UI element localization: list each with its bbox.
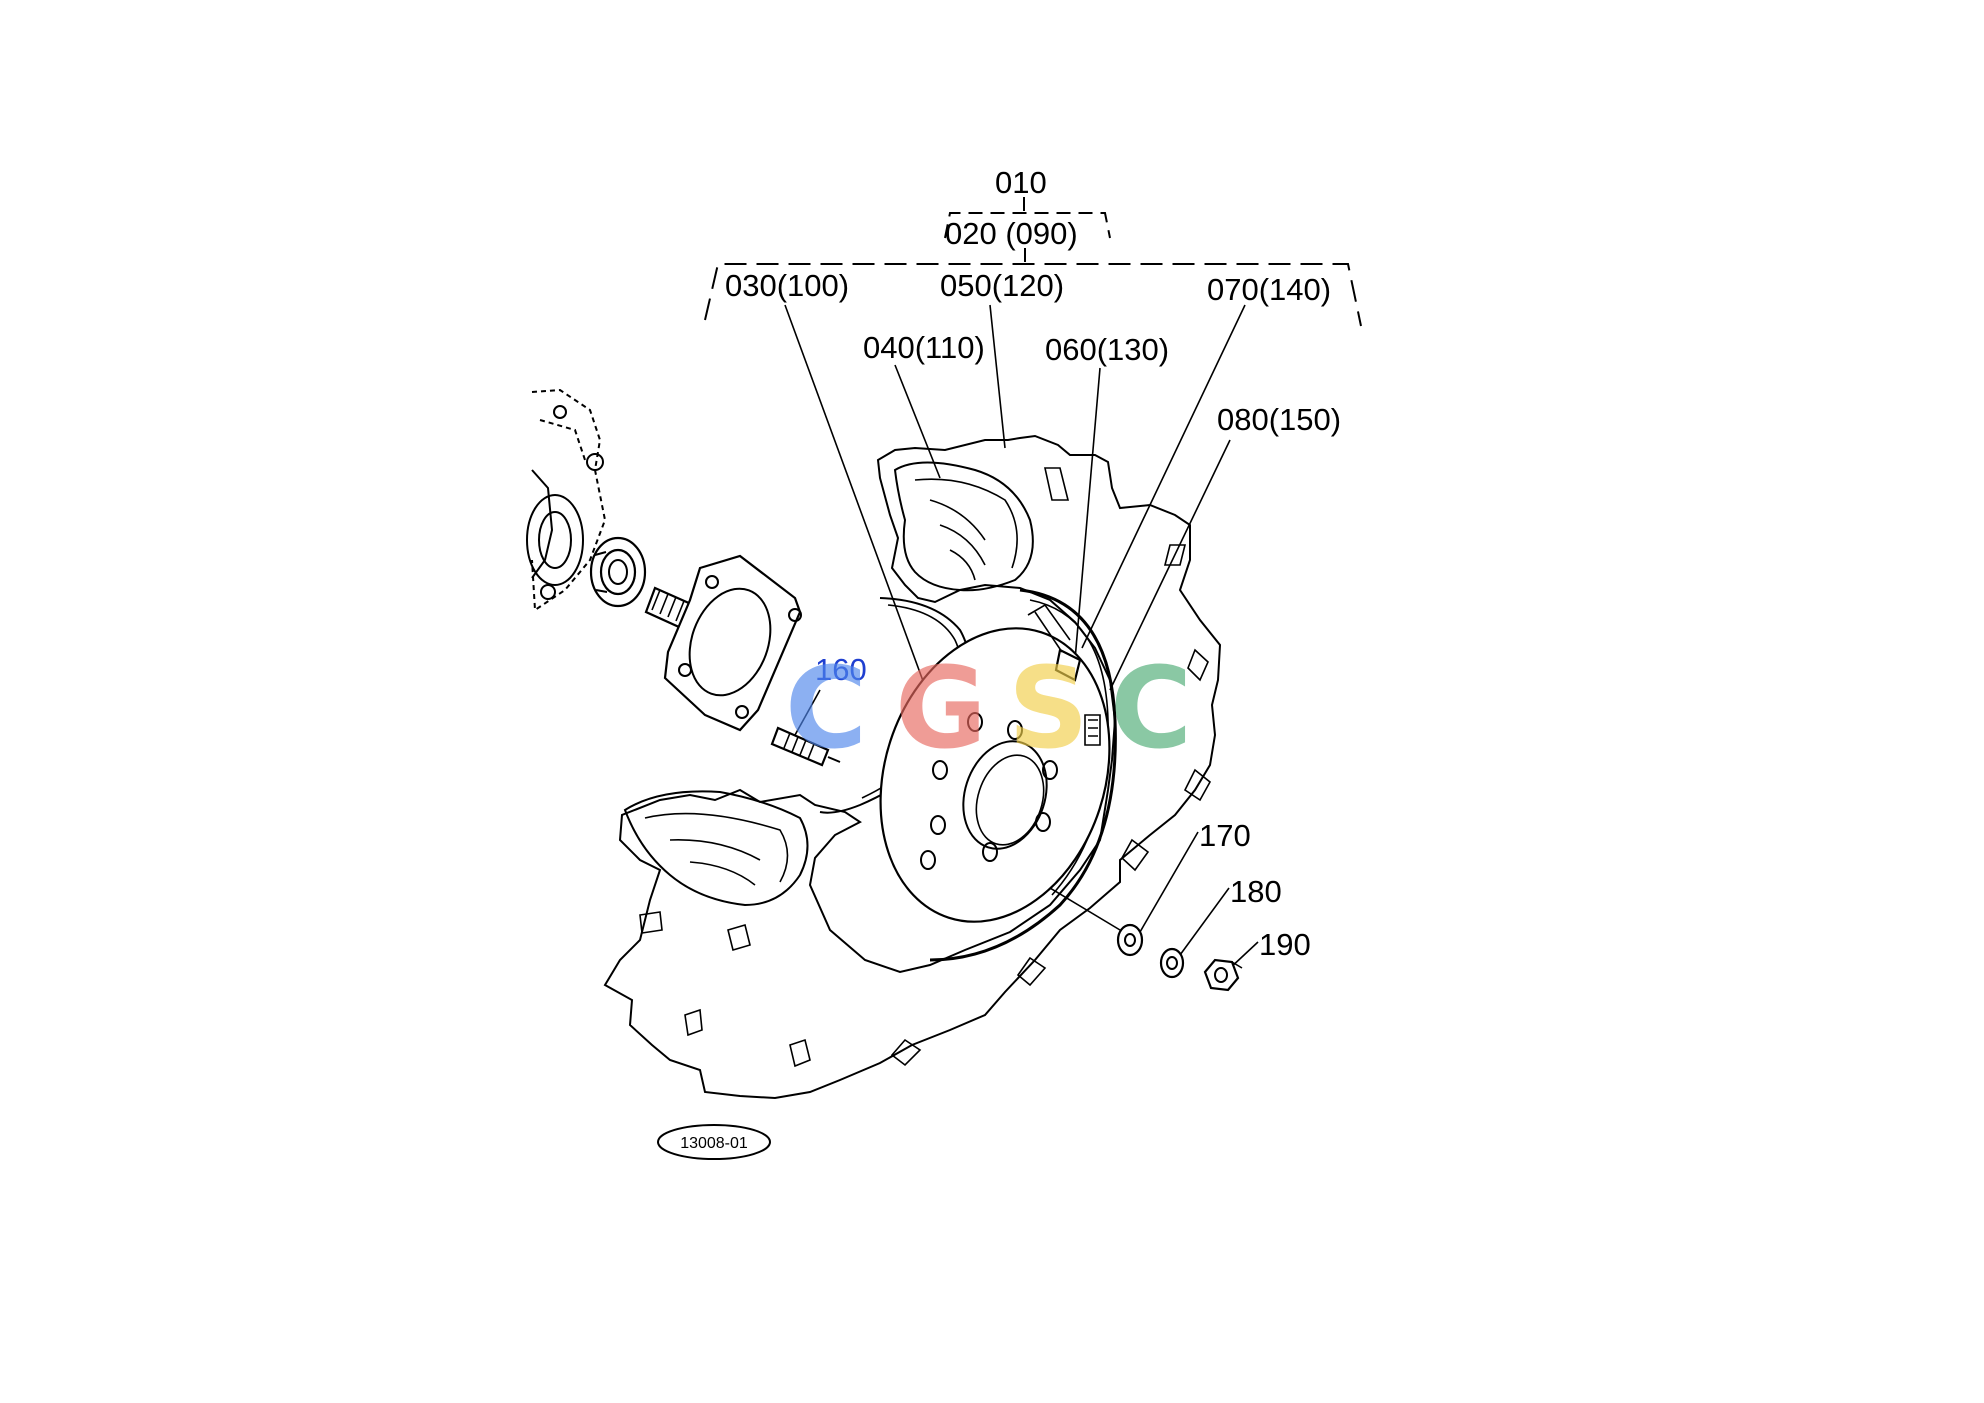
callout-060: 060(130) (1045, 332, 1169, 367)
callout-020: 020 (090) (945, 216, 1078, 251)
watermark-letter-g: G (895, 644, 987, 774)
stud-bolt-160 (770, 726, 841, 767)
callout-080: 080(150) (1217, 402, 1341, 437)
gearbox-housing (526, 388, 607, 612)
callout-180: 180 (1230, 874, 1282, 909)
drawing-code: 13008-01 (680, 1135, 748, 1152)
watermark-letter-c1: C (785, 644, 867, 774)
callout-labels: 010 020 (090) 030(100) 050(120) 070(140)… (725, 165, 1341, 962)
watermark-letter-c2: C (1110, 644, 1192, 774)
callout-160: 160 (815, 652, 867, 687)
callout-070: 070(140) (1207, 272, 1331, 307)
callout-040: 040(110) (863, 330, 985, 365)
callout-190: 190 (1259, 927, 1311, 962)
callout-050: 050(120) (940, 268, 1064, 303)
nut-190 (1203, 958, 1243, 992)
assembly-brackets (704, 197, 1362, 327)
drawing-code-badge: 13008-01 (657, 1124, 771, 1160)
watermark-letter-s: S (1008, 644, 1089, 774)
bearing (589, 536, 647, 608)
cgsc-watermark: C G S C (785, 644, 1192, 774)
cage-wheel (603, 434, 1222, 1100)
callout-030: 030(100) (725, 268, 849, 303)
washer-170 (1116, 923, 1144, 957)
callout-010: 010 (995, 165, 1047, 200)
spring-washer-180 (1159, 947, 1185, 979)
callout-170: 170 (1199, 818, 1251, 853)
flange-plate (663, 554, 802, 732)
